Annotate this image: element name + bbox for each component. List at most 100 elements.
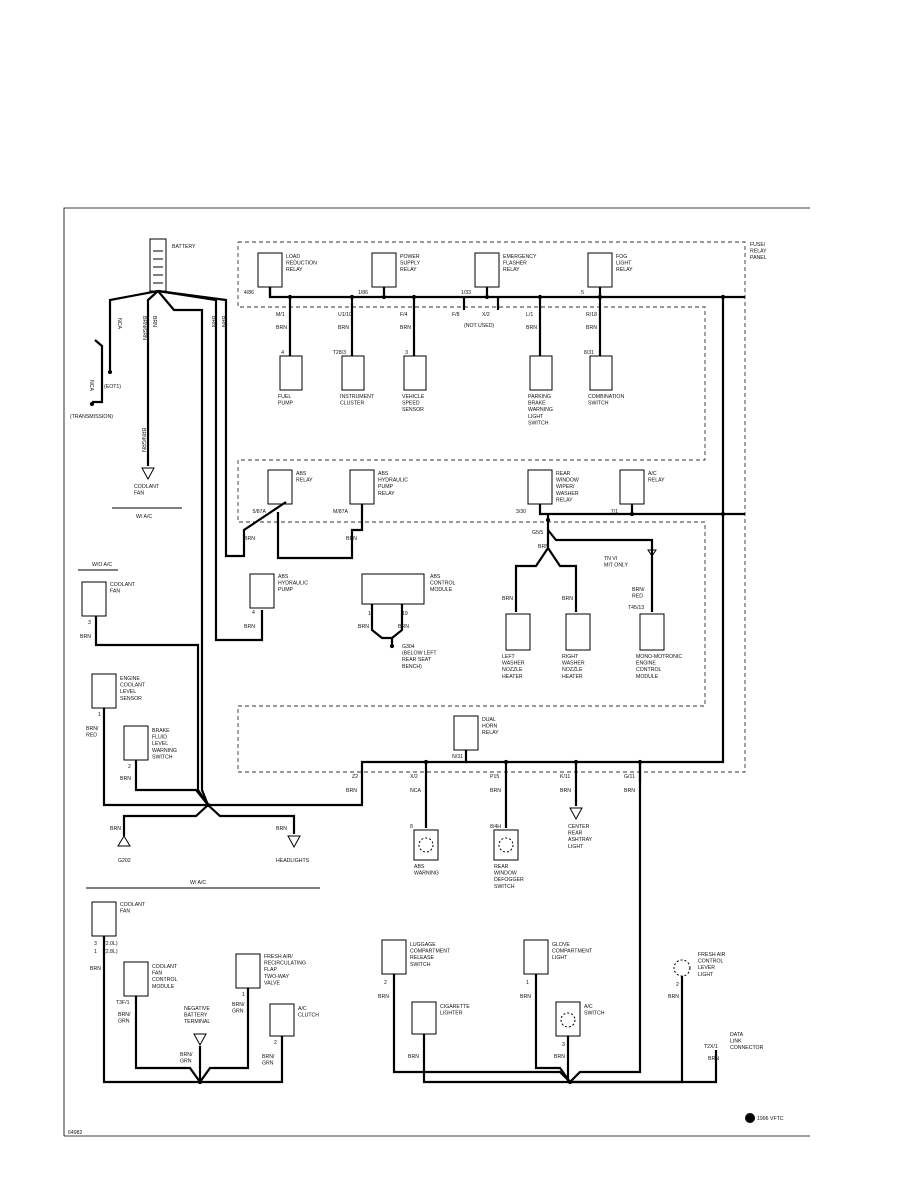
- luggage-release-switch-label-line: SWITCH: [410, 962, 431, 968]
- wire-brn-grn-acc-line: GRN: [262, 1061, 274, 1067]
- vehicle_speed_sensor-label-line: VEHICLE: [402, 394, 425, 400]
- wire-brn-hl: BRN: [276, 826, 287, 832]
- rear_defogger_switch-label-line: DEFOGGER: [494, 877, 524, 883]
- wire-glove: [534, 974, 571, 1083]
- brake-fluid-switch-label-line: WARNING: [152, 748, 177, 754]
- wire-brn-red-ecm: BRN/RED: [632, 587, 645, 600]
- ac-clutch-box: [269, 1003, 295, 1037]
- brake-fluid-switch-box: [123, 725, 149, 761]
- wire-lower-label-3: BRN: [624, 788, 635, 794]
- rear_wiper_relay-label-line: REAR: [556, 471, 571, 477]
- vehicle_speed_sensor-label-line: SPEED: [402, 401, 420, 407]
- wire-brn-red-cls: BRN/RED: [86, 726, 99, 739]
- ac-switch-lamp: [560, 1012, 576, 1028]
- luggage-release-switch-box: [381, 939, 407, 975]
- top-bus-splice-1: [484, 294, 490, 300]
- fuse-relay-panel-outline: [237, 241, 746, 773]
- mono-motronic-only-note-line: TN VI: [604, 556, 617, 562]
- ac-clutch-label-line: A/C: [298, 1006, 307, 1012]
- ground-transmission-label: (TRANSMISSION): [70, 414, 113, 420]
- ground-transmission-dot: [89, 401, 95, 407]
- coolant-fan-a-label-line: COOLANT: [110, 582, 136, 588]
- wire-label-brn-grn: BRN/GRN: [141, 316, 147, 340]
- fresh-air-lever-light-lamp: [673, 959, 691, 977]
- fresh-air-flap-valve-label-line: TWO-WAY: [264, 974, 290, 980]
- abs_relay-label-line: RELAY: [296, 478, 313, 484]
- wire-brn-cfb: BRN: [90, 966, 101, 972]
- wire-brn-top-1: BRN: [338, 325, 349, 331]
- fuse-relay-panel-label-line: FUSE/: [750, 242, 766, 248]
- pin-t3f1: T3F/1: [116, 1000, 130, 1006]
- wire-brn-grn-cfcm: BRN/GRN: [118, 1012, 131, 1025]
- wire-ac-clutch: [200, 1036, 284, 1084]
- rear_defogger_switch-lamp: [498, 837, 514, 853]
- parking_brake_switch-label-line: SWITCH: [528, 420, 549, 426]
- brake-fluid-switch-label-line: FLUID: [152, 735, 167, 741]
- center-ashtray-connector-b: [569, 807, 583, 821]
- center_ashtray_light-label-line: REAR: [568, 831, 583, 837]
- glove-light-label-line: GLOVE: [552, 942, 570, 948]
- fresh-air-lever-light-label-line: LEVER: [698, 965, 715, 971]
- rear_wiper_relay-pin: 3/30: [516, 509, 526, 515]
- pin-t45-13: T45/13: [628, 605, 644, 611]
- headlights-label: HEADLIGHTS: [276, 858, 310, 864]
- wire-label-brn-grn-2: BRN/GRN: [140, 428, 146, 452]
- coolant-fan-b-box: [91, 901, 117, 937]
- combination_switch-label-line: SWITCH: [588, 401, 609, 407]
- wire-top-bus: [268, 287, 745, 299]
- rear_defogger_switch-label-line: WINDOW: [494, 871, 517, 877]
- power_supply_relay-label-line: SUPPLY: [400, 261, 421, 267]
- abs-pump-pin: 4: [252, 610, 255, 616]
- wire-abs-ground: [370, 604, 404, 640]
- emergency_flasher_relay-label-line: RELAY: [503, 267, 520, 273]
- left_nozzle_heater-label-line: LEFT: [502, 654, 516, 660]
- fresh-air-flap-valve-label-line: FRESH AIR/: [264, 954, 293, 960]
- wire-brn-top-3: BRN: [526, 325, 537, 331]
- top-branch-splice-1: [349, 294, 355, 300]
- wire-brn-red-ecm-line: RED: [632, 594, 643, 600]
- pin-z2: Z2: [352, 774, 358, 780]
- wire-left-nozzle: [514, 514, 550, 612]
- w-ac-bottom-note: W/ A/C: [190, 880, 206, 886]
- ac_relay-pin: 7/1: [611, 509, 618, 515]
- wire-brn-abs-pump: BRN: [244, 624, 255, 630]
- wire-brn-grn-neg: BRN/GRN: [180, 1052, 193, 1065]
- coolant-fan-d-label-line: FAN: [134, 491, 144, 497]
- pin-n31: N/31: [452, 754, 463, 760]
- eng-20-note: (2.0L): [104, 941, 118, 947]
- figure-id: 64982: [68, 1130, 83, 1136]
- abs_warning-box: [413, 829, 439, 861]
- abs_warning-label-line: ABS: [414, 864, 425, 870]
- emergency_flasher_relay-pin: 1/33: [461, 290, 471, 296]
- dual-horn-relay-label-line: HORN: [482, 724, 498, 730]
- pin-lower-2: K/11: [560, 774, 570, 780]
- wire-battery-ground-eot1: [108, 289, 159, 370]
- left_nozzle_heater-label-line: NOZZLE: [502, 667, 523, 673]
- wire-coolant-level: [102, 708, 208, 807]
- copyright-logo: [745, 1113, 755, 1123]
- rear_defogger_switch-label-line: SWITCH: [494, 884, 515, 890]
- coolant-fan-control-module-box: [123, 961, 149, 997]
- coolant-fan-b-pin-3: 3: [94, 941, 97, 947]
- wire-brn-abs-m19: BRN: [398, 624, 409, 630]
- wire-brn-glove: BRN: [520, 994, 531, 1000]
- abs-control-module-box: [361, 573, 425, 605]
- center_ashtray_light-label-line: LIGHT: [568, 844, 584, 850]
- brake-fluid-switch-label-line: BRAKE: [152, 728, 170, 734]
- wire-cfcm: [134, 996, 201, 1083]
- right_nozzle_heater-label-line: RIGHT: [562, 654, 579, 660]
- ecm-arrow: [647, 549, 657, 557]
- wire-brn-grn-cfcm-line: GRN: [118, 1019, 130, 1025]
- abs_warning-lamp: [418, 837, 434, 853]
- wire-brn-red-ecm-line: BRN/: [632, 587, 645, 593]
- eng-28-note: (2.8L): [104, 949, 118, 955]
- load_reduction_relay-label-line: LOAD: [286, 254, 300, 260]
